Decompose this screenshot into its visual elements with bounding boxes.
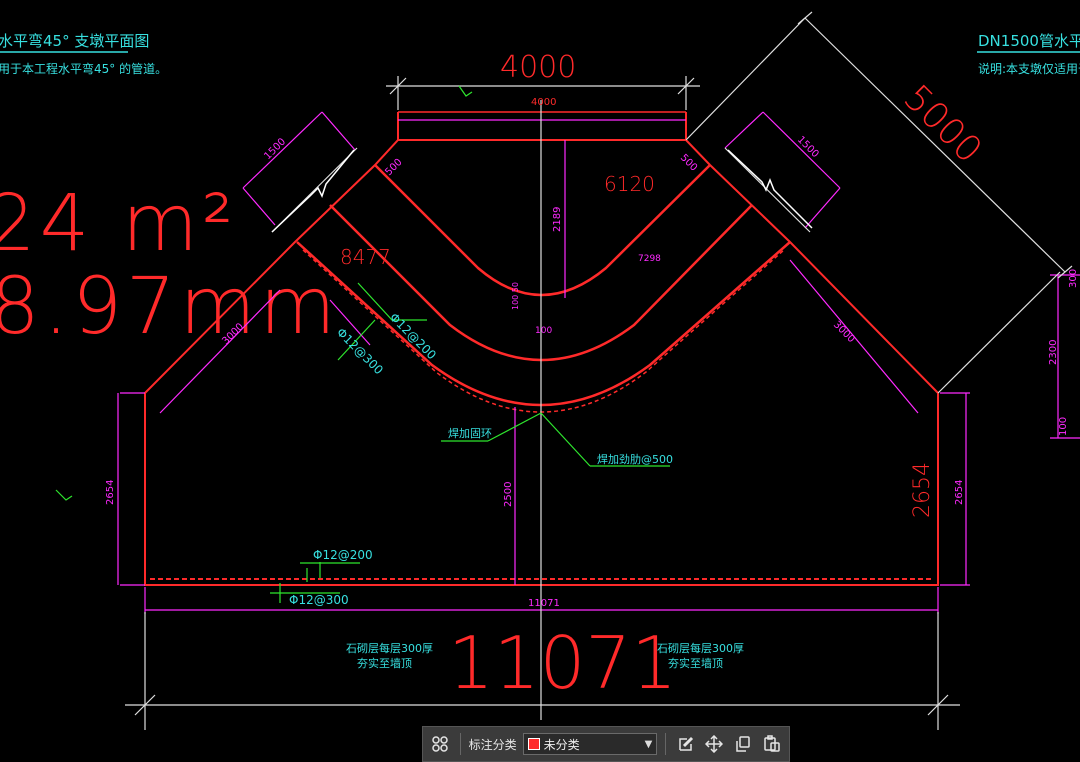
dim-2189: 2189 xyxy=(552,207,563,232)
title-right: DN1500管水平弯60 xyxy=(978,32,1080,50)
dim-500-right: 500 xyxy=(678,152,699,173)
dim-2654-right-big: 2654 xyxy=(910,462,935,518)
dim-2654-left: 2654 xyxy=(105,480,116,505)
toolbar-separator xyxy=(665,733,667,755)
dim-100: 100 xyxy=(535,326,552,336)
dim-diag-big: 5000 xyxy=(896,77,990,171)
note-left: 用于本工程水平弯45° 的管道。 xyxy=(0,61,167,76)
annotation-category-label: 标注分类 xyxy=(468,737,517,752)
dim-2654-right-small: 2654 xyxy=(954,480,965,505)
edit-icon[interactable] xyxy=(674,732,697,756)
annotation-category-select[interactable]: 未分类 ▼ xyxy=(522,733,658,755)
category-color-swatch xyxy=(527,738,540,750)
dim-top-big: 4000 xyxy=(500,50,576,85)
note-weld-ring: 焊加固环 xyxy=(448,426,492,440)
dim-7298: 7298 xyxy=(638,254,661,264)
grid-icon[interactable] xyxy=(429,732,452,756)
dim-100-50: 100 50 xyxy=(511,282,520,310)
chevron-down-icon: ▼ xyxy=(644,738,653,750)
paste-icon[interactable] xyxy=(760,732,783,756)
copy-icon[interactable] xyxy=(732,732,755,756)
dim-8477: 8477 xyxy=(340,245,391,269)
title-left: 水平弯45° 支墩平面图 xyxy=(0,32,149,50)
dim-100-right: 100 xyxy=(1058,417,1069,436)
dim-top-small: 4000 xyxy=(531,97,556,108)
outer-dimension-lines xyxy=(125,11,1073,730)
note-base-right-1: 石砌层每层300厚 xyxy=(657,641,744,655)
dim-1500-left: 1500 xyxy=(262,136,288,162)
dim-2300: 2300 xyxy=(1048,340,1059,365)
dim-2500: 2500 xyxy=(503,482,514,507)
rebar-label-1: Φ12@200 xyxy=(387,310,439,362)
note-weld-rib: 焊加劲肋@500 xyxy=(597,452,673,466)
note-base-left-1: 石砌层每层300厚 xyxy=(346,641,433,655)
leader-lines xyxy=(55,85,670,603)
annotation-toolbar: 标注分类 未分类 ▼ xyxy=(422,726,790,762)
dim-3000-right: 3000 xyxy=(831,319,857,345)
note-base-right-2: 夯实至墙顶 xyxy=(668,656,723,670)
dim-6120: 6120 xyxy=(604,172,655,196)
move-icon[interactable] xyxy=(703,732,726,756)
dim-11071-small: 11071 xyxy=(528,598,560,609)
pipe-bend[interactable] xyxy=(296,164,791,413)
break-symbols xyxy=(271,149,813,233)
toolbar-separator xyxy=(459,733,461,755)
length-readout: 8.97mm xyxy=(0,262,340,352)
dimension-lines xyxy=(117,111,1080,614)
note-base-left-2: 夯实至墙顶 xyxy=(357,656,412,670)
rebar-label-3: Φ12@200 xyxy=(313,548,373,562)
dim-300: 300 xyxy=(1068,269,1079,288)
area-readout: 24 m² xyxy=(0,179,237,269)
note-right: 说明:本支墩仅适用于本工程 xyxy=(978,61,1080,76)
rebar-label-4: Φ12@300 xyxy=(289,593,349,607)
dim-11071-big: 11071 xyxy=(448,621,677,705)
category-selected-value: 未分类 xyxy=(543,737,580,752)
